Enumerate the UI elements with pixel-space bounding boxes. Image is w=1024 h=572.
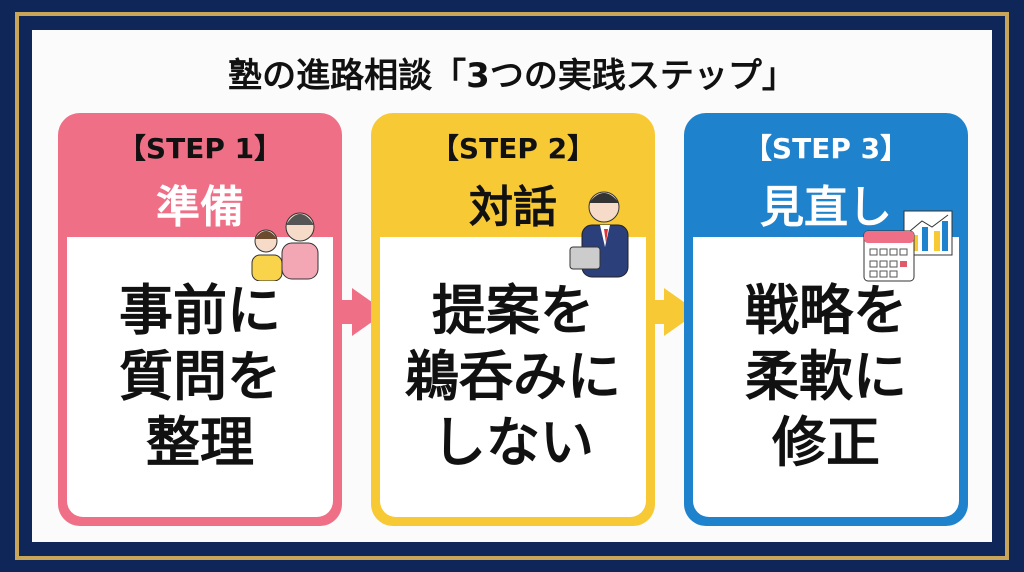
step-label: 【STEP 2】: [430, 132, 596, 165]
step-line: 鵜呑みに: [405, 345, 621, 408]
step-label: 【STEP 1】: [117, 132, 283, 165]
step-1-card: 【STEP 1】 準備 事前に 質問を 整理: [58, 113, 342, 526]
step-heading: 見直し: [760, 182, 892, 233]
step-3-card: 【STEP 3】 見直し 戦略を 柔軟に 修正: [684, 113, 968, 526]
step-line: 戦略を: [745, 279, 907, 342]
step-line: 質問を: [119, 345, 281, 408]
step-body: 事前に 質問を 整理: [67, 237, 333, 517]
step-line: しない: [432, 411, 594, 474]
teacher-tablet-icon: [569, 191, 629, 278]
step-label: 【STEP 3】: [743, 132, 909, 165]
step-line: 修正: [772, 411, 880, 474]
calendar-chart-icon: [863, 210, 953, 282]
arrow-shaft: [336, 300, 354, 324]
parent-child-icon: [251, 212, 319, 281]
step-heading: 対話: [469, 182, 557, 233]
step-body: 提案を 鵜呑みに しない: [380, 237, 646, 517]
page-title: 塾の進路相談「3つの実践ステップ」: [228, 56, 796, 96]
gold-frame: [15, 12, 1009, 560]
arrow-shaft: [649, 300, 667, 324]
step-line: 柔軟に: [745, 345, 907, 408]
step-2-card: 【STEP 2】 対話 提案を 鵜呑みに しない: [371, 113, 655, 526]
step-line: 整理: [146, 411, 254, 474]
step-body: 戦略を 柔軟に 修正: [693, 237, 959, 517]
step-line: 事前に: [119, 279, 281, 342]
step-line: 提案を: [432, 279, 594, 342]
step-heading: 準備: [156, 182, 244, 233]
